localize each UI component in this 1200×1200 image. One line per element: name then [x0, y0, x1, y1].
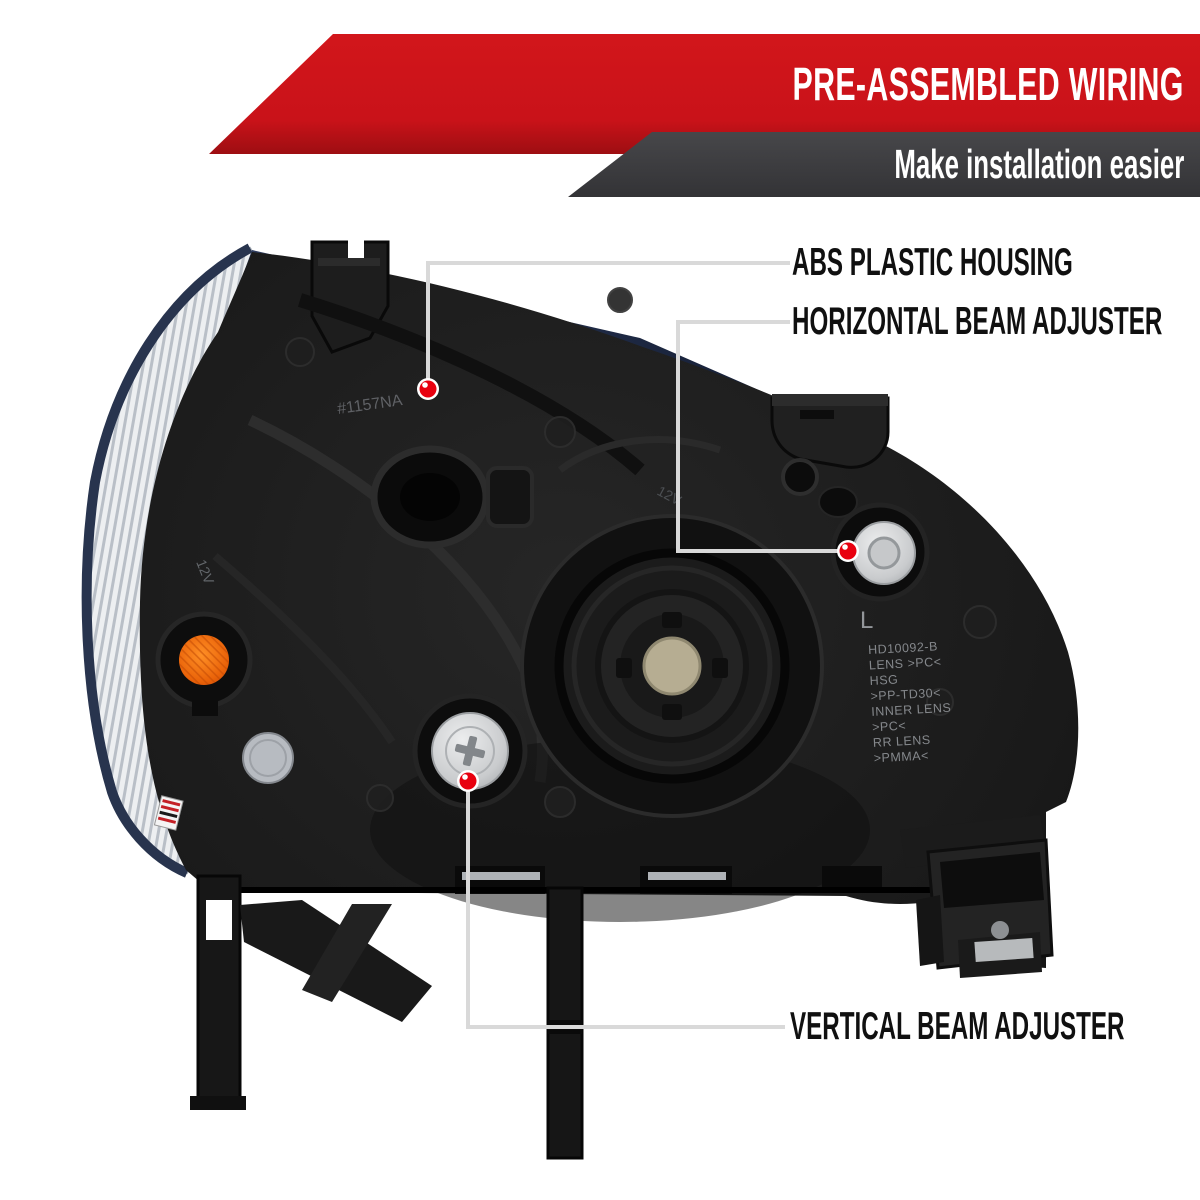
callout-line-horizontal-adjuster [676, 320, 840, 553]
banner-subtitle: Make installation easier [894, 141, 1184, 187]
title-ribbon [209, 34, 1200, 154]
bottom-notches [240, 866, 930, 894]
marker-dot-abs-housing [417, 378, 439, 400]
callout-label-horizontal-beam-adjuster: HORIZONTAL BEAM ADJUSTER [792, 300, 1163, 343]
bulb-cap [242, 732, 294, 784]
wiring-port-grommet [370, 445, 534, 549]
mounting-leg-left [190, 874, 432, 1110]
barcode-sticker [153, 795, 184, 831]
svg-text:LENS >PC<: LENS >PC< [869, 655, 942, 673]
svg-text:RR LENS: RR LENS [873, 733, 931, 750]
svg-text:>PP-TD30<: >PP-TD30< [870, 686, 941, 704]
callout-line-abs-housing [426, 261, 790, 380]
mounting-bracket-right [900, 815, 1054, 978]
banner-title: PRE-ASSEMBLED WIRING [792, 58, 1184, 110]
svg-text:>PC<: >PC< [872, 719, 907, 735]
subtitle-ribbon [568, 132, 1200, 197]
mounting-leg-center [546, 886, 584, 1160]
amber-side-reflector [155, 611, 253, 716]
lens-navy-edge [81, 243, 253, 878]
svg-text:HD10092-B: HD10092-B [868, 639, 938, 657]
svg-text:HSG: HSG [869, 672, 898, 687]
bulb-socket-assembly [520, 514, 824, 818]
mounting-tab-right [770, 394, 890, 469]
svg-text:INNER LENS: INNER LENS [871, 701, 952, 719]
svg-text:>PMMA<: >PMMA< [873, 748, 929, 765]
callout-label-vertical-beam-adjuster: VERTICAL BEAM ADJUSTER [790, 1005, 1125, 1048]
socket-hole [642, 636, 702, 696]
marker-dot-horizontal-adjuster [837, 540, 859, 562]
callout-line-vertical-adjuster [466, 788, 785, 1029]
horizontal-adjuster-screw [830, 502, 930, 602]
vertical-adjuster-screw [412, 693, 528, 809]
callout-label-abs-plastic-housing: ABS PLASTIC HOUSING [792, 241, 1073, 284]
mold-id-letter: L [860, 607, 873, 634]
marker-dot-vertical-adjuster [457, 770, 479, 792]
